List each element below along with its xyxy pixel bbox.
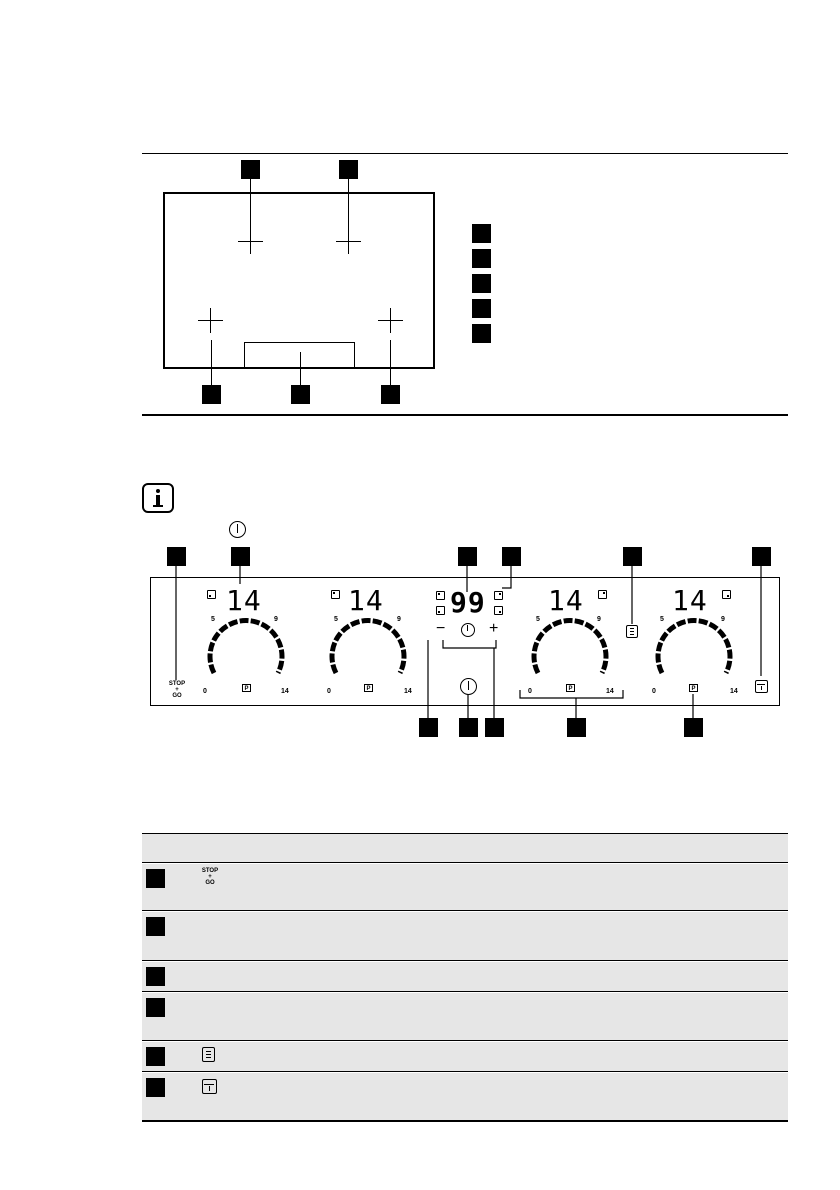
callout-marker	[485, 718, 504, 737]
scale-label: 0	[327, 688, 331, 695]
callout-marker	[241, 160, 260, 179]
callout-marker	[502, 547, 521, 566]
table-row	[142, 864, 788, 910]
table-row	[142, 1042, 788, 1071]
callout-marker	[752, 547, 771, 566]
callout-marker	[458, 547, 477, 566]
bridge-icon[interactable]	[626, 625, 638, 638]
legend-marker	[472, 274, 491, 293]
power-level-display: 14	[348, 584, 384, 617]
scale-label: 0	[652, 688, 656, 695]
zone-indicator-icon	[331, 590, 340, 599]
legend-marker	[472, 224, 491, 243]
callout-marker	[231, 547, 250, 566]
power-level-display: 14	[548, 584, 584, 617]
cooking-zone-marker	[198, 308, 223, 333]
scale-label: 5	[536, 616, 540, 623]
callout-marker	[167, 547, 186, 566]
callout-marker	[381, 385, 400, 404]
callout-marker	[623, 547, 642, 566]
scale-label: 14	[606, 688, 614, 695]
zone-indicator-icon	[598, 590, 607, 599]
row-number-marker	[146, 967, 165, 986]
stop-go-icon: STOP + GO	[201, 868, 219, 886]
scale-label: 0	[203, 688, 207, 695]
top-rule	[142, 153, 788, 154]
info-icon	[142, 483, 174, 513]
table-row	[142, 993, 788, 1040]
scale-label: 9	[397, 616, 401, 623]
scale-label: 14	[281, 688, 289, 695]
table-row	[142, 912, 788, 960]
callout-marker	[291, 385, 310, 404]
control-panel	[150, 577, 780, 706]
cooking-zone-marker	[238, 229, 263, 254]
row-number-marker	[146, 998, 165, 1017]
row-number-marker	[146, 917, 165, 936]
scale-label: 9	[274, 616, 278, 623]
scale-label: 9	[721, 616, 725, 623]
legend-marker	[472, 324, 491, 343]
table-row	[142, 1073, 788, 1120]
timer-minus-button[interactable]: −	[436, 620, 446, 637]
timer-display: 99	[450, 586, 486, 619]
scale-label: 5	[334, 616, 338, 623]
row-number-marker	[146, 869, 165, 888]
legend-marker	[472, 299, 491, 318]
hob-outline	[163, 192, 435, 369]
timer-clock-icon[interactable]	[461, 623, 475, 637]
callout-marker	[339, 160, 358, 179]
row-number-marker	[146, 1078, 165, 1097]
timer-zone-indicator-icon	[436, 591, 445, 600]
power-icon	[229, 521, 246, 538]
table-row	[142, 962, 788, 991]
boost-icon[interactable]: P	[242, 684, 251, 692]
scale-label: 5	[211, 616, 215, 623]
scale-label: 14	[730, 688, 738, 695]
table-header-row	[142, 834, 788, 862]
cooking-zone-marker	[378, 308, 403, 333]
callout-marker	[459, 718, 478, 737]
power-level-display: 14	[672, 584, 708, 617]
timer-plus-button[interactable]: +	[489, 620, 499, 637]
boost-icon[interactable]: P	[566, 684, 575, 692]
lock-icon	[202, 1079, 217, 1094]
scale-label: 9	[597, 616, 601, 623]
on-off-button[interactable]	[460, 678, 477, 695]
lock-icon[interactable]	[755, 680, 768, 693]
callout-marker	[567, 718, 586, 737]
callout-marker	[202, 385, 221, 404]
row-number-marker	[146, 1047, 165, 1066]
boost-icon[interactable]: P	[689, 684, 698, 692]
scale-label: 0	[528, 688, 532, 695]
timer-zone-indicator-icon	[436, 606, 445, 615]
bottom-rule	[142, 414, 788, 416]
power-level-display: 14	[226, 584, 262, 617]
scale-label: 5	[660, 616, 664, 623]
timer-zone-indicator-icon	[494, 606, 503, 615]
control-panel-outline	[244, 342, 355, 368]
stop-go-button[interactable]: STOP + GO	[168, 681, 186, 699]
legend-marker	[472, 249, 491, 268]
bridge-icon	[202, 1047, 215, 1062]
boost-icon[interactable]: P	[364, 684, 373, 692]
callout-marker	[684, 718, 703, 737]
scale-label: 14	[404, 688, 412, 695]
zone-indicator-icon	[722, 590, 731, 599]
cooking-zone-marker	[336, 229, 361, 254]
timer-zone-indicator-icon	[494, 591, 503, 600]
zone-indicator-icon	[207, 590, 216, 599]
callout-marker	[419, 718, 438, 737]
